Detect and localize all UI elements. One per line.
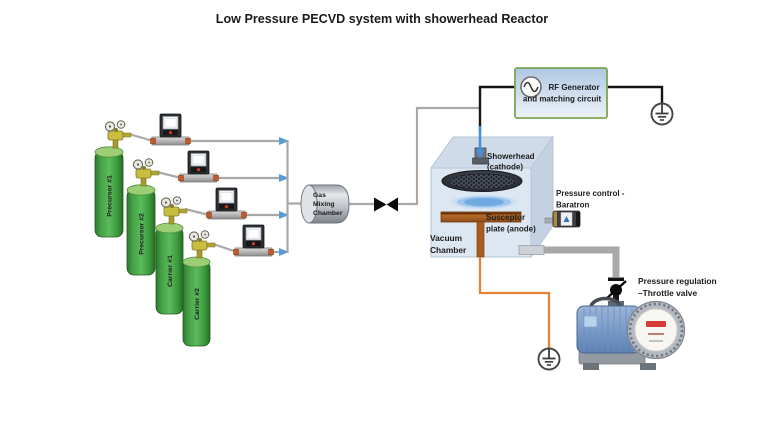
pressure-regulation-label-1: Pressure regulation [638,276,717,286]
baratron-gauge [544,210,581,228]
mass-flow-controller-3 [206,187,247,220]
pressure-regulation-label-2: –Throttle valve [638,288,697,298]
mixer-to-reactor-line [398,106,480,206]
flow-arrow-icon-1 [279,137,289,145]
rf-ground-line [607,85,664,103]
mixing-chamber-label-2: Mixing [313,201,335,208]
mass-flow-controller-2 [178,150,219,183]
rf-feed-line [478,85,515,130]
vacuum-chamber-label-2: Chamber [430,245,467,255]
gas-cylinder-4: Carrier #2 [182,256,211,347]
mixing-chamber-label-3: Chamber [313,210,343,217]
flow-arrow-icon-2 [279,174,289,182]
pressure-control-label-1: Pressure control - [556,189,625,198]
cylinder-label-3: Carrier #1 [167,255,174,287]
regulator-tube-1 [128,132,154,143]
regulator-icon-2 [132,158,160,187]
gas-cylinder-3: Carrier #1 [155,222,184,315]
mass-flow-controller-4 [233,224,274,257]
regulator-icon-3 [160,196,188,225]
flow-arrow-icon-4 [279,248,289,256]
pump-face-plate [634,308,678,352]
inlet-arrow-icon [475,149,485,159]
cylinder-label-4: Carrier #2 [194,288,201,320]
rf-generator-box: RF Generator and matching circuit [514,67,608,119]
shutoff-valve-icon [374,197,398,212]
ground-icon-susceptor [537,347,561,371]
pump-inlet-flange [608,301,624,308]
showerhead-collar [472,157,489,165]
mass-flow-controller-1 [150,113,191,146]
showerhead-label-1: Showerhead [487,152,535,161]
cylinder-label-1: Precursor #1 [107,175,114,217]
diagram-title: Low Pressure PECVD system with showerhea… [216,12,549,26]
regulator-icon-4 [188,230,216,259]
regulator-tube-3 [184,207,210,217]
gas-cylinder-1: Precursor #1 [94,146,124,238]
flow-arrow-icon-3 [279,211,289,219]
pump-handle [589,296,622,307]
susceptor-stem [476,221,485,258]
vacuum-chamber-label-1: Vacuum [430,233,462,243]
showerhead-holes [448,173,516,190]
pump-foot-right [640,363,656,370]
regulator-tube-4 [212,242,238,254]
pump-brand-mark [646,321,666,327]
regulator-icon-1 [104,120,132,149]
plasma-glow [451,195,517,209]
mixing-chamber-label-1: Gas [313,192,326,199]
exhaust-sleeve [518,245,545,255]
pump-foot-left [583,363,599,370]
cylinder-label-2: Precursor #2 [139,213,146,255]
regulator-tube-2 [156,170,182,180]
pump-nameplate [583,315,598,328]
rf-generator-label-2: and matching circuit [523,95,602,104]
exhaust-pipe [531,246,620,277]
ground-wire-orange [478,257,551,348]
susceptor-label-2: plate (anode) [486,225,536,234]
susceptor-label-1: Susceptor [486,213,525,222]
throttle-valve-icon [605,277,627,303]
ground-icon-rf [650,102,674,126]
gas-mixing-chamber: Gas Mixing Chamber [300,184,350,224]
susceptor-assembly [440,211,522,258]
gas-cylinder-2: Precursor #2 [126,184,156,276]
pump-scroll-ribs [628,302,684,358]
rf-generator-label-1: RF Generator [548,83,599,92]
showerhead-label-2: (cathode) [487,163,523,172]
vacuum-pump [576,296,686,370]
pressure-control-label-2: Baratron [556,201,589,210]
